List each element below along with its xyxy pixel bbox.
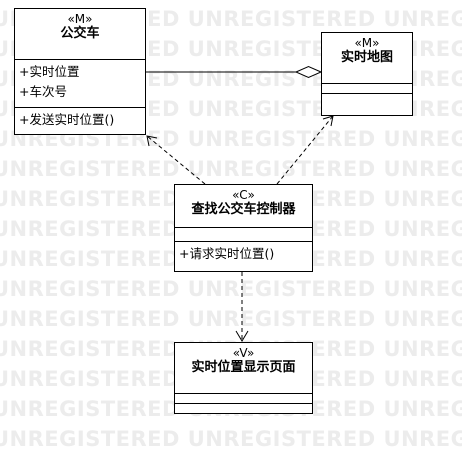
class-controller[interactable]: «C» 查找公交车控制器 +请求实时位置() (174, 184, 313, 272)
class-map[interactable]: «M» 实时地图 (321, 32, 413, 116)
operation: +请求实时位置() (179, 246, 275, 261)
operation: +发送实时位置() (19, 112, 115, 127)
aggregation-connector[interactable] (146, 65, 323, 79)
operations-compartment: +请求实时位置() (175, 242, 312, 266)
stereotype-label: «M» (354, 36, 380, 50)
class-name: 公交车 (60, 26, 100, 41)
stereotype-label: «V» (232, 346, 255, 360)
class-header: «C» 查找公交车控制器 (175, 185, 312, 228)
attribute: +车次号 (19, 84, 67, 99)
class-name: 实时位置显示页面 (191, 360, 296, 375)
class-header: «M» 实时地图 (322, 33, 412, 84)
attributes-compartment (175, 394, 312, 404)
dependency-controller-map[interactable] (276, 115, 334, 185)
class-header: «V» 实时位置显示页面 (175, 343, 312, 394)
class-view[interactable]: «V» 实时位置显示页面 (174, 342, 313, 414)
open-arrowhead (146, 135, 158, 147)
attributes-compartment (175, 228, 312, 242)
class-name: 实时地图 (340, 50, 393, 65)
class-name: 查找公交车控制器 (191, 202, 296, 217)
attributes-compartment (322, 84, 412, 94)
operations-compartment (322, 94, 412, 115)
stereotype-label: «M» (67, 12, 93, 26)
class-header: «M» 公交车 (15, 9, 145, 60)
aggregation-diamond (294, 65, 323, 79)
class-bus[interactable]: «M» 公交车 +实时位置 +车次号 +发送实时位置() (14, 8, 146, 135)
stereotype-label: «C» (232, 188, 255, 202)
attributes-compartment: +实时位置 +车次号 (15, 60, 145, 108)
operations-compartment (175, 404, 312, 414)
open-arrowhead (322, 115, 334, 127)
dependency-controller-bus[interactable] (146, 135, 206, 185)
operations-compartment: +发送实时位置() (15, 108, 145, 132)
open-arrowhead (235, 330, 249, 342)
dependency-controller-view[interactable] (235, 272, 249, 342)
attribute: +实时位置 (19, 64, 80, 79)
